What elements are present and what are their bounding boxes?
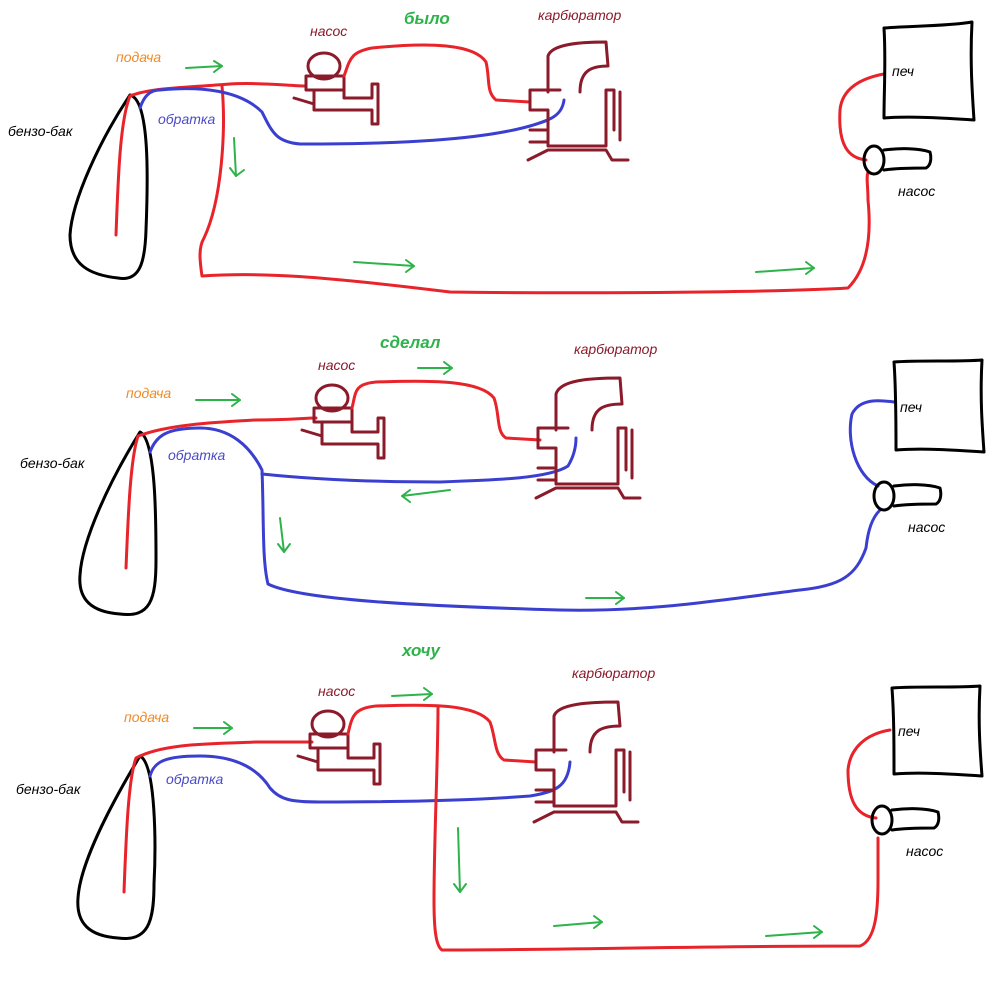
tank-label: бензо-бак	[16, 781, 81, 797]
heater-label: печ	[892, 63, 914, 79]
pump-label: насос	[310, 23, 348, 39]
heater	[892, 358, 986, 454]
return-label: обратка	[166, 771, 224, 787]
heater-supply-line	[198, 84, 871, 295]
flow-arrow	[755, 261, 815, 275]
fuel-tank	[76, 754, 157, 940]
panel-want	[76, 684, 984, 952]
heater-pump-label: насос	[898, 183, 936, 199]
return-line-carb	[260, 436, 578, 484]
carburetor	[534, 376, 642, 500]
fuel-tank	[68, 93, 149, 280]
flow-arrow	[193, 721, 233, 735]
carburetor	[526, 40, 630, 162]
flow-arrow	[553, 915, 603, 929]
heater-return-line	[848, 399, 896, 488]
heater-pump	[862, 144, 933, 176]
pump-label: насос	[318, 357, 356, 373]
flow-arrow	[277, 517, 291, 553]
supply-line	[124, 416, 318, 570]
carburetor	[532, 700, 640, 824]
carb-feed-line	[346, 703, 538, 764]
flow-arrow	[185, 60, 223, 73]
tank-label: бензо-бак	[20, 455, 85, 471]
tank-label: бензо-бак	[8, 123, 73, 139]
carburetor-label: карбюратор	[538, 7, 622, 23]
supply-label: подача	[116, 49, 162, 65]
heater	[882, 20, 976, 122]
pump-label: насос	[318, 683, 356, 699]
heater-pump-label: насос	[908, 519, 946, 535]
carburetor-label: карбюратор	[574, 341, 658, 357]
flow-arrow	[453, 827, 467, 893]
return-label: обратка	[158, 111, 216, 127]
heater-supply-line	[432, 704, 880, 952]
return-line	[148, 754, 572, 804]
return-line	[148, 426, 882, 612]
supply-label: подача	[126, 385, 172, 401]
flow-arrow	[417, 361, 453, 375]
supply-line	[122, 740, 314, 894]
heater-label: печ	[898, 723, 920, 739]
panel-title-want: хочу	[402, 641, 440, 660]
fuel-pump	[296, 709, 382, 786]
flow-arrow	[353, 259, 415, 273]
carb-feed-line	[350, 379, 542, 442]
heater	[890, 684, 984, 778]
flow-arrow	[195, 393, 241, 407]
flow-arrow	[229, 137, 245, 177]
heater-return-line	[846, 728, 892, 820]
flow-arrow	[765, 925, 823, 939]
flow-arrow	[585, 591, 625, 605]
return-label: обратка	[168, 447, 226, 463]
heater-return-line	[838, 72, 886, 162]
flow-arrow	[391, 687, 433, 701]
carb-feed-line	[342, 43, 532, 104]
panel-was	[68, 20, 976, 295]
heater-pump	[872, 480, 943, 512]
panel-did	[78, 358, 986, 617]
heater-pump	[870, 804, 941, 836]
fuel-pump	[300, 383, 386, 460]
supply-line	[114, 81, 307, 237]
return-line	[138, 87, 566, 146]
panel-title-did: сделал	[380, 333, 441, 352]
carburetor-label: карбюратор	[572, 665, 656, 681]
heater-pump-label: насос	[906, 843, 944, 859]
fuel-pump	[292, 51, 380, 126]
fuel-tank	[78, 430, 158, 617]
flow-arrow	[401, 489, 451, 503]
supply-label: подача	[124, 709, 170, 725]
panel-title-was: было	[404, 9, 450, 28]
heater-label: печ	[900, 399, 922, 415]
